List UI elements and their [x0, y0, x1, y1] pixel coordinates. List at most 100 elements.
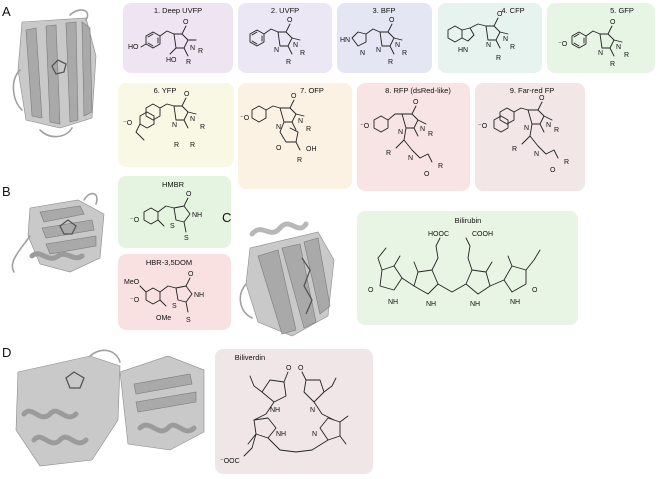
atom-label: ⁻O [558, 41, 568, 48]
atom-label: N [310, 407, 315, 414]
atom-label: N [546, 122, 551, 129]
atom-label: HN [340, 37, 350, 44]
atom-label: R [496, 55, 501, 62]
atom-label: ⁻O [240, 115, 250, 122]
atom-label: ⁻O [478, 123, 488, 130]
atom-label: NH [510, 299, 520, 306]
atom-label: R [174, 142, 179, 149]
box-title-bfp: 3. BFP [373, 6, 396, 15]
atom-label: OMe [156, 315, 171, 322]
box-title-rfp: 8. RFP (dsRed-like) [385, 86, 451, 95]
atom-label: R [388, 59, 393, 66]
atom-label: O [291, 93, 297, 100]
atom-label: OH [306, 146, 317, 153]
box-cfp [438, 3, 542, 73]
atom-label: R [306, 126, 311, 133]
protein-fast-tag [11, 192, 105, 273]
protein-ifp [15, 349, 205, 467]
atom-label: R [286, 59, 291, 66]
atom-label: NH [194, 292, 204, 299]
atom-label: O [539, 95, 545, 102]
atom-label: O [298, 365, 304, 372]
protein-unag [239, 221, 335, 337]
atom-label: ⁻OOC [220, 458, 240, 465]
atom-label: N [420, 126, 425, 133]
atom-label: R [200, 124, 205, 131]
structure-deep-uvfp: HO O N R HO R [128, 19, 203, 66]
atom-label: N [395, 42, 400, 49]
atom-label: R [386, 150, 391, 157]
box-bfp [337, 3, 432, 73]
box-deep-uvfp [123, 3, 233, 73]
atom-label: N [534, 151, 539, 158]
atom-label: O [610, 19, 616, 26]
atom-label: R [198, 48, 203, 55]
atom-label: NH [470, 301, 480, 308]
atom-label: R [624, 52, 629, 59]
atom-label: O [424, 171, 430, 178]
atom-label: R [428, 131, 433, 138]
atom-label: ⁻O [130, 297, 140, 304]
atom-label: N [376, 47, 381, 54]
atom-label: R [300, 50, 305, 57]
box-title-ofp: 7. OFP [300, 86, 324, 95]
atom-label: N [172, 122, 177, 129]
atom-label: N [598, 50, 603, 57]
atom-label: N [276, 124, 281, 131]
atom-label: N [312, 431, 317, 438]
atom-label: R [610, 61, 615, 68]
atom-label: O [188, 271, 194, 278]
atom-label: S [172, 303, 177, 310]
atom-label: O [413, 99, 419, 106]
atom-label: N [360, 50, 365, 57]
structure-far-red-fp: ⁻O O N N R R N O R [478, 95, 569, 174]
atom-label: O [389, 17, 395, 24]
atom-label: N [524, 125, 529, 132]
atom-label: ⁻O [123, 120, 133, 127]
atom-label: O [550, 167, 556, 174]
atom-label: S [184, 235, 189, 242]
protein-gfp-barrel [12, 9, 97, 138]
box-title-bilirubin: Bilirubin [455, 216, 482, 225]
atom-label: R [438, 163, 443, 170]
atom-label: HO [128, 44, 139, 51]
box-hbr [118, 254, 231, 330]
atom-label: N [190, 116, 195, 123]
atom-label: O [276, 145, 282, 152]
structure-cfp: HN O N N R R [447, 11, 515, 62]
atom-label: N [408, 155, 413, 162]
atom-label: R [564, 159, 569, 166]
atom-label: N [486, 42, 491, 49]
atom-label: N [398, 129, 403, 136]
atom-label: N [190, 45, 195, 52]
atom-label: R [190, 142, 195, 149]
atom-label: R [512, 146, 517, 153]
box-title-cfp: 4. CFP [501, 6, 524, 15]
box-biliverdin [215, 349, 373, 474]
box-title-gfp: 5. GFP [610, 6, 634, 15]
atom-label: N [298, 118, 303, 125]
box-uvfp [238, 3, 332, 73]
atom-label: R [402, 50, 407, 57]
atom-label: R [186, 59, 191, 66]
atom-label: NH [276, 431, 286, 438]
atom-label: NH [388, 299, 398, 306]
box-title-hbr: HBR-3,5DOM [146, 258, 192, 267]
box-rfp [357, 83, 470, 191]
structure-biliverdin: O NH O N NH N ⁻OOC [220, 365, 349, 465]
box-title-yfp: 6. YFP [154, 86, 177, 95]
box-bilirubin [357, 211, 578, 325]
atom-label: HO [166, 57, 177, 64]
atom-label: ⁻O [130, 217, 140, 224]
atom-label: O [183, 19, 189, 26]
structure-yfp: ⁻O O N N R R R [123, 91, 205, 149]
atom-label: NH [426, 301, 436, 308]
structure-gfp: ⁻O O N N R R [558, 19, 629, 68]
atom-label: O [184, 91, 190, 98]
atom-label: NH [192, 212, 202, 219]
atom-label: N [293, 42, 298, 49]
atom-label: MeO [124, 279, 140, 286]
atom-label: HN [458, 47, 468, 54]
atom-label: R [510, 44, 515, 51]
